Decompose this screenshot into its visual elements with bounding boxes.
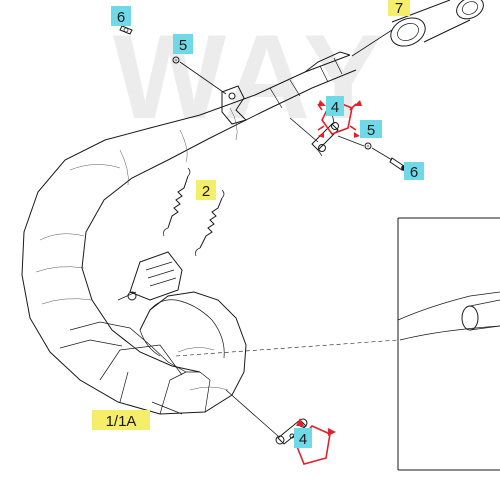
callout-5-mid: 5 — [360, 120, 382, 139]
svg-text:1/1A: 1/1A — [106, 413, 137, 430]
svg-text:4: 4 — [299, 431, 307, 448]
leader-lines — [151, 29, 399, 437]
callout-6-mid: 6 — [404, 162, 424, 181]
watermark: WAY — [113, 10, 387, 144]
callout-4-top: 4 — [326, 96, 344, 116]
hanger-link-upper-4 — [311, 122, 339, 157]
callout-6-top: 6 — [111, 6, 131, 26]
red-highlight-upper — [317, 98, 362, 138]
spring-left — [163, 167, 191, 237]
washer-mid-5 — [364, 142, 372, 150]
svg-text:5: 5 — [367, 122, 375, 139]
svg-text:4: 4 — [331, 99, 339, 116]
callout-2: 2 — [196, 180, 216, 200]
callout-4-bottom: 4 — [294, 428, 312, 448]
callout-1-1a: 1/1A — [92, 410, 150, 430]
exhaust-pipe — [21, 51, 357, 415]
svg-text:6: 6 — [117, 9, 125, 26]
spring-right — [195, 189, 225, 257]
svg-text:2: 2 — [202, 183, 210, 200]
svg-text:6: 6 — [410, 164, 418, 181]
callout-5-top: 5 — [173, 34, 193, 54]
screw-top-6 — [119, 25, 133, 35]
sleeve-part-7 — [390, 0, 484, 47]
inlet-spigot — [117, 251, 183, 301]
svg-text:7: 7 — [395, 0, 403, 17]
detail-inset — [397, 217, 500, 471]
washer-top-5 — [172, 56, 180, 64]
callout-7: 7 — [388, 0, 410, 17]
svg-text:5: 5 — [179, 37, 187, 54]
